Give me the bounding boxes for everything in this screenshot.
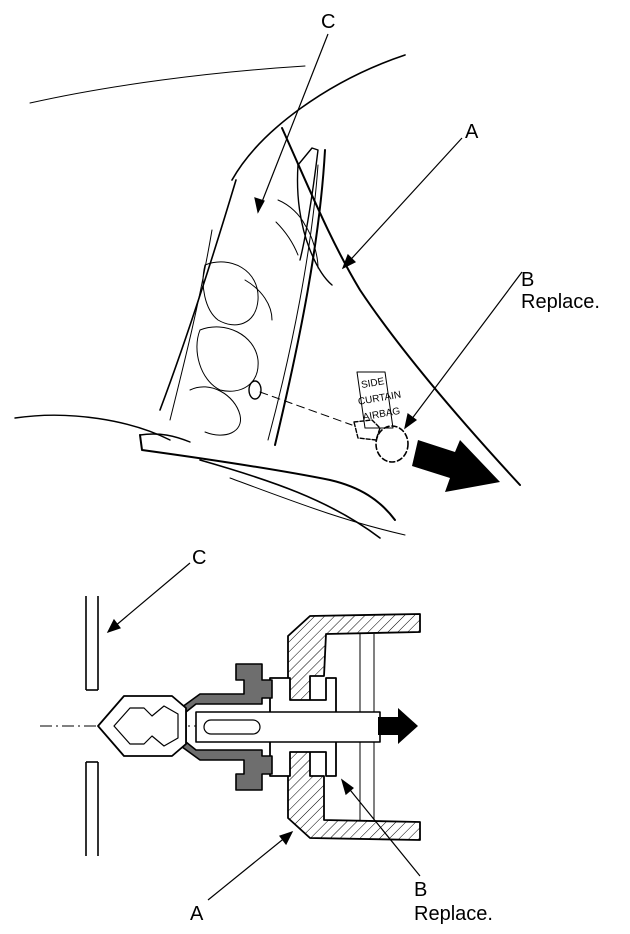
- body-panel-c: [85, 596, 99, 856]
- airbag-tag-text: SIDE CURTAIN AIRBAG: [357, 376, 402, 423]
- leader-b-top: [404, 271, 523, 429]
- clip-b-head: [375, 425, 409, 463]
- lower-trim: [139, 434, 396, 521]
- pillar-inner-edge: [274, 149, 326, 446]
- leader-c-section: [107, 562, 191, 633]
- label-c-section: C: [192, 547, 206, 569]
- label-b-top-note: Replace.: [521, 291, 600, 313]
- clip-centerline: [259, 391, 353, 426]
- leader-c-top: [257, 33, 329, 213]
- headliner-edge: [29, 65, 306, 104]
- label-b-section-note: Replace.: [414, 903, 493, 925]
- clip-grommet: [177, 663, 273, 791]
- label-a-top: A: [465, 121, 479, 143]
- pillar-trim-tab: [297, 147, 319, 261]
- seat-contour: [202, 261, 259, 326]
- clip-b: [353, 419, 381, 441]
- pillar-trim-flange: [296, 164, 333, 286]
- pillar-trim-outer-edge: [281, 127, 521, 486]
- leader-a-section: [207, 831, 293, 901]
- leader-a-top: [342, 137, 463, 269]
- label-a-section: A: [190, 903, 204, 925]
- airbag-tag-line-2: CURTAIN: [357, 389, 402, 407]
- label-b-section: B: [414, 879, 427, 901]
- leader-b-section: [341, 779, 421, 877]
- roof-edge: [231, 54, 406, 181]
- pull-arrow-section: [378, 708, 418, 744]
- label-b-top: B: [521, 269, 534, 291]
- section-view: [40, 596, 421, 856]
- body-opening-left: [159, 179, 237, 411]
- top-view: [14, 54, 521, 539]
- floor-edge: [14, 414, 171, 441]
- clip-hole: [248, 380, 262, 400]
- airbag-tag: [356, 371, 394, 429]
- label-c-top: C: [321, 11, 335, 33]
- airbag-tag-line-3: AIRBAG: [362, 406, 401, 423]
- airbag-tag-line-1: SIDE: [360, 376, 385, 391]
- pull-arrow-top: [412, 440, 500, 492]
